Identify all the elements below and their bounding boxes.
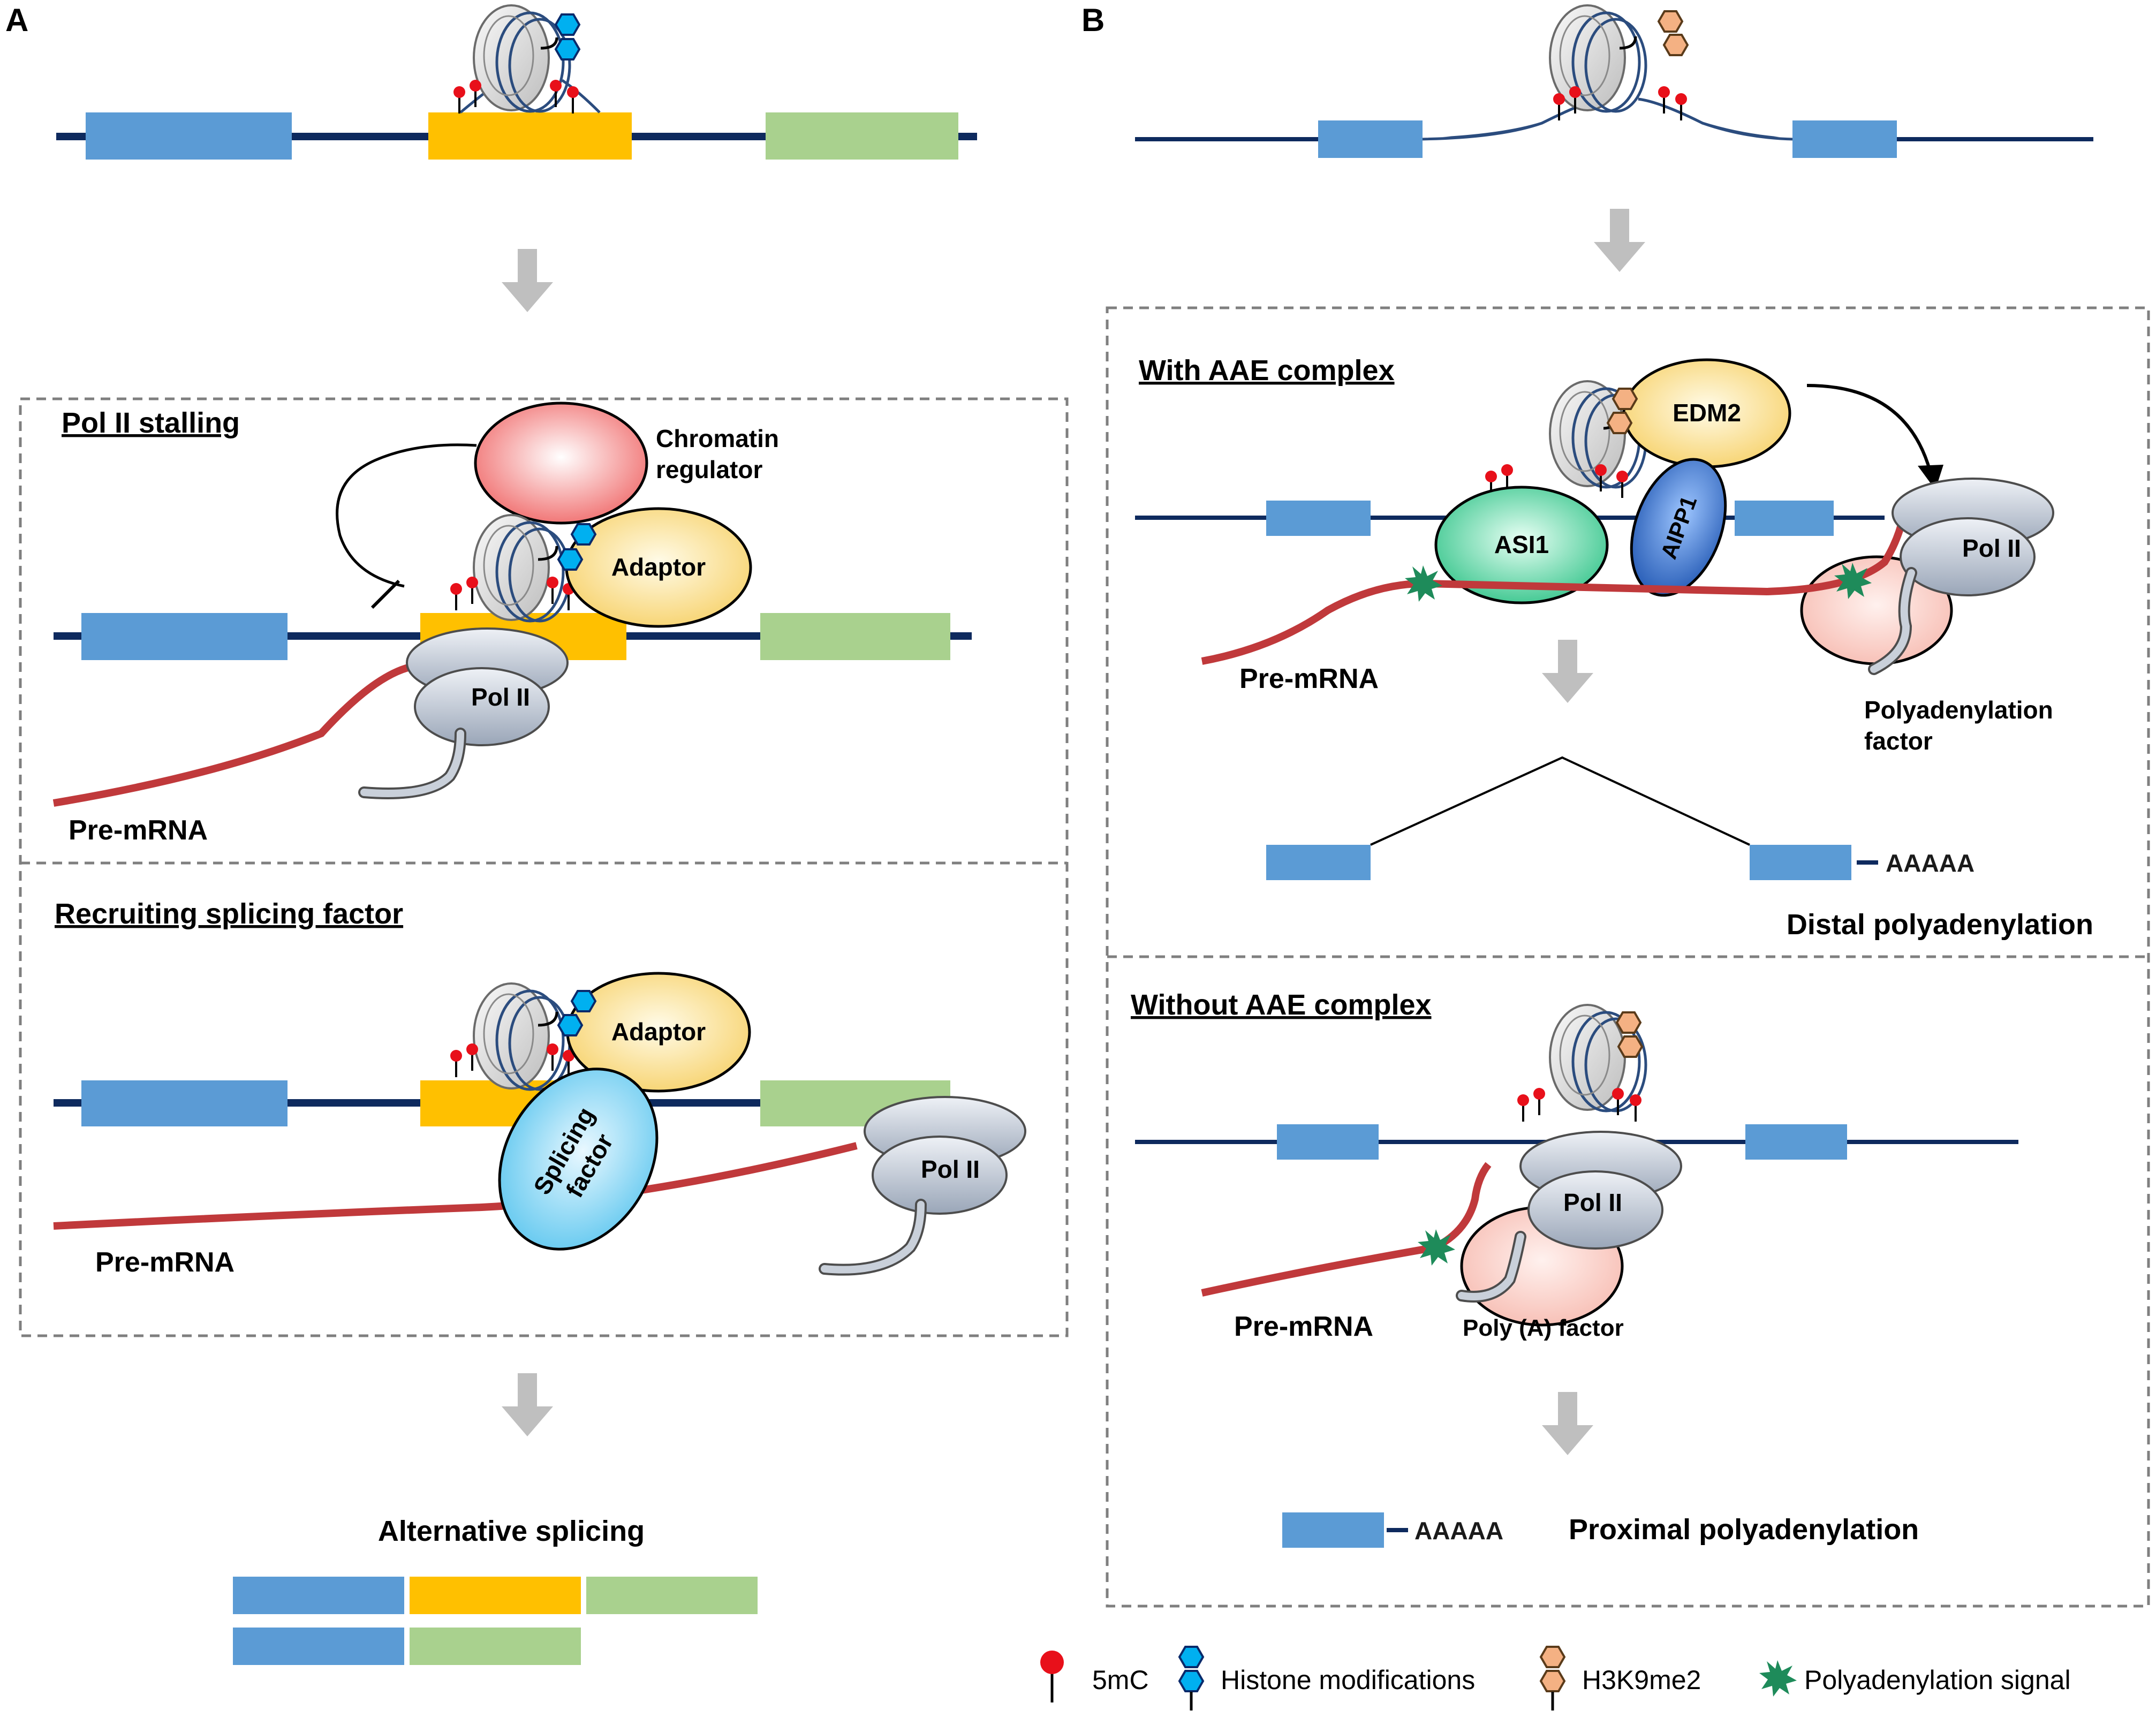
pol2-stalling-title: Pol II stalling (62, 407, 240, 439)
without-aae-title: Without AAE complex (1131, 989, 1432, 1021)
with-aae-title: With AAE complex (1139, 354, 1395, 387)
panel-b-label: B (1081, 2, 1105, 38)
panel-a-top-gene (56, 5, 977, 160)
proximal-polyadenylation-label: Proximal polyadenylation (1569, 1513, 1919, 1546)
splice-isoforms (233, 1577, 758, 1665)
legend-histone-label: Histone modifications (1221, 1665, 1475, 1695)
legend (1040, 1646, 1797, 1711)
with-aae-diagram (1135, 358, 2054, 675)
h3k9me2-icon (1663, 34, 1689, 56)
pre-mrna-label-2: Pre-mRNA (95, 1247, 234, 1278)
arrow-down-icon (502, 249, 553, 312)
pre-mrna-label: Pre-mRNA (69, 815, 208, 846)
splicing-title: Recruiting splicing factor (55, 898, 403, 930)
panel-b-top-gene (1135, 5, 2093, 158)
legend-5mc-icon (1040, 1651, 1064, 1702)
chromatin-regulator-label-1: Chromatin (656, 425, 779, 452)
proximal-tail: AAAAA (1414, 1517, 1503, 1545)
polya-factor-label: Poly (A) factor (1463, 1315, 1624, 1341)
panel-a-box (19, 397, 1069, 1337)
adaptor-label: Adaptor (611, 553, 706, 581)
alternative-splicing-label: Alternative splicing (378, 1515, 645, 1547)
asi1 (1434, 486, 1609, 604)
panel-a-label: A (5, 2, 28, 38)
distal-transcript (1266, 756, 1878, 880)
histone-mod-icon (555, 38, 580, 60)
legend-polya-signal-label: Polyadenylation signal (1804, 1665, 2071, 1695)
pol2-label-2: Pol II (921, 1155, 980, 1183)
pol2-stalling-diagram (52, 402, 972, 807)
without-aae-diagram (1135, 1005, 2018, 1327)
pre-mrna-label-4: Pre-mRNA (1234, 1311, 1373, 1342)
panel-b-box (1106, 306, 2150, 1608)
chromatin-regulator-label-2: regulator (656, 456, 762, 483)
splicing-factor (498, 1068, 659, 1251)
distal-polyadenylation-label: Distal polyadenylation (1787, 909, 2093, 941)
splicing-diagram (53, 972, 1026, 1276)
chromatin-regulator (474, 402, 648, 525)
polyadenylation-factor-label-1: Polyadenylation (1864, 696, 2053, 724)
pol2-label-3: Pol II (1962, 534, 2021, 562)
pol2-label: Pol II (471, 683, 530, 711)
asi1-label: ASI1 (1494, 531, 1549, 558)
pol2-label-4: Pol II (1563, 1189, 1622, 1216)
edm2-label: EDM2 (1673, 399, 1741, 427)
pre-mrna-label-3: Pre-mRNA (1239, 663, 1379, 694)
polyadenylation-factor-label-2: factor (1864, 727, 1933, 755)
legend-5mc-label: 5mC (1092, 1665, 1149, 1695)
proximal-transcript (1282, 1512, 1408, 1548)
aipp1 (1630, 458, 1727, 597)
distal-tail: AAAAA (1886, 849, 1975, 877)
legend-h3k9-icon (1540, 1646, 1565, 1711)
legend-h3k9-label: H3K9me2 (1582, 1665, 1701, 1695)
adaptor-label-2: Adaptor (611, 1018, 706, 1046)
legend-polya-signal-icon (1759, 1660, 1797, 1697)
legend-histone-icon (1178, 1646, 1204, 1711)
